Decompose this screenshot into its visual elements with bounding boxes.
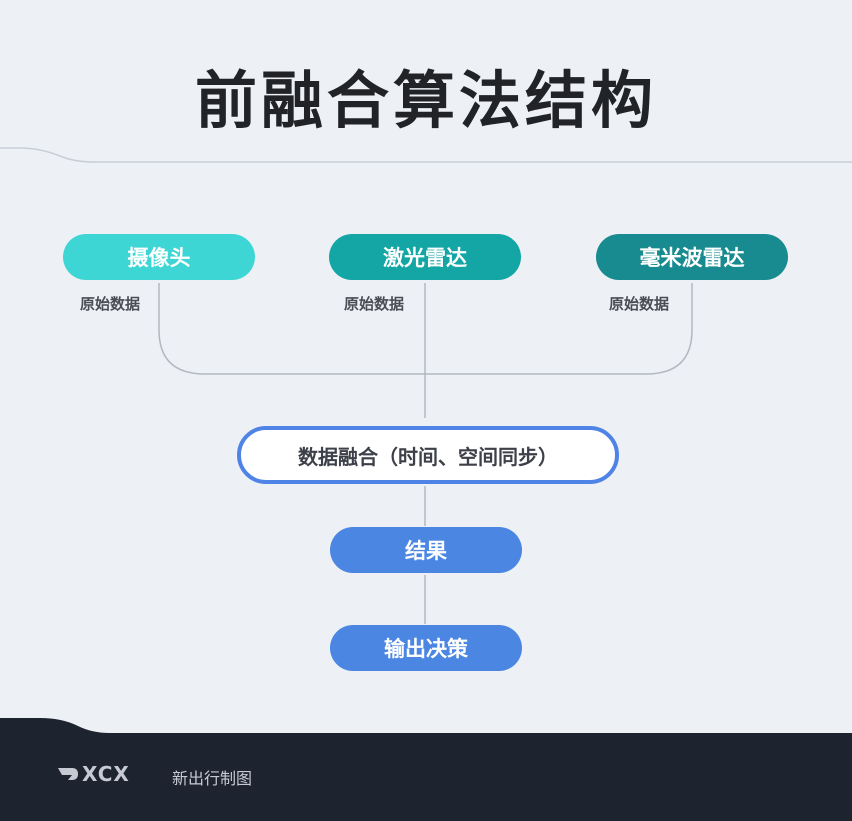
lidar-data-label: 原始数据 xyxy=(344,295,405,313)
source-camera: 摄像头 xyxy=(63,234,255,280)
header-divider xyxy=(0,147,852,163)
output-box: 输出决策 xyxy=(330,625,522,671)
source-radar: 毫米波雷达 xyxy=(596,234,788,280)
logo-icon xyxy=(58,768,78,780)
radar-data-label: 原始数据 xyxy=(609,295,670,313)
camera-data-label: 原始数据 xyxy=(80,295,141,313)
footer-band xyxy=(0,718,852,821)
footer-logo-text: XCX xyxy=(82,762,130,786)
connector-radar xyxy=(425,283,693,375)
connector-camera xyxy=(158,283,425,375)
page-title: 前融合算法结构 xyxy=(194,64,657,137)
source-lidar: 激光雷达 xyxy=(329,234,521,280)
fusion-box: 数据融合（时间、空间同步） xyxy=(237,426,619,484)
footer-caption: 新出行制图 xyxy=(172,769,253,788)
result-box: 结果 xyxy=(330,527,522,573)
